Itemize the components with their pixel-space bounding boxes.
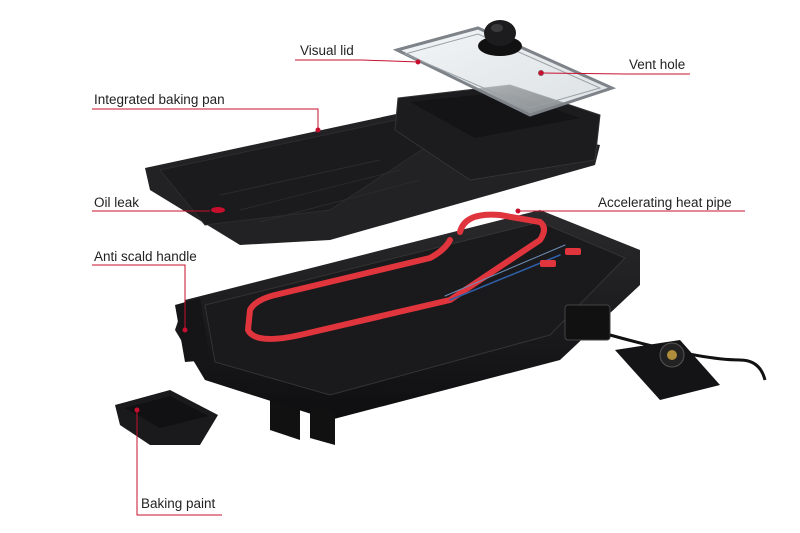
glass-lid xyxy=(392,20,617,117)
leader-lines xyxy=(92,59,745,516)
label-baking-paint: Baking paint xyxy=(141,496,216,511)
heating-element xyxy=(245,211,581,342)
leader-anti-scald-handle xyxy=(92,264,186,330)
baking-pan xyxy=(145,84,601,245)
label-visual-lid: Visual lid xyxy=(300,43,354,58)
leader-integrated-baking-pan xyxy=(92,108,319,130)
label-accelerating-heat-pipe: Accelerating heat pipe xyxy=(598,195,732,210)
thermostat-socket xyxy=(564,304,611,341)
oil-leak-hole xyxy=(211,207,225,213)
leader-vent-hole xyxy=(540,72,690,75)
power-cord xyxy=(609,333,767,400)
label-vent-hole: Vent hole xyxy=(629,57,686,72)
base-foot-left xyxy=(270,400,300,440)
leader-baking-paint xyxy=(136,410,222,516)
label-oil-leak: Oil leak xyxy=(94,195,140,210)
grill-base xyxy=(175,210,640,445)
removable-tray xyxy=(115,390,218,445)
label-integrated-baking-pan: Integrated baking pan xyxy=(94,92,225,107)
label-anti-scald-handle: Anti scald handle xyxy=(94,249,197,264)
base-foot-right xyxy=(310,405,335,445)
anti-scald-handle-shape xyxy=(175,298,210,362)
leader-visual-lid xyxy=(295,59,419,63)
